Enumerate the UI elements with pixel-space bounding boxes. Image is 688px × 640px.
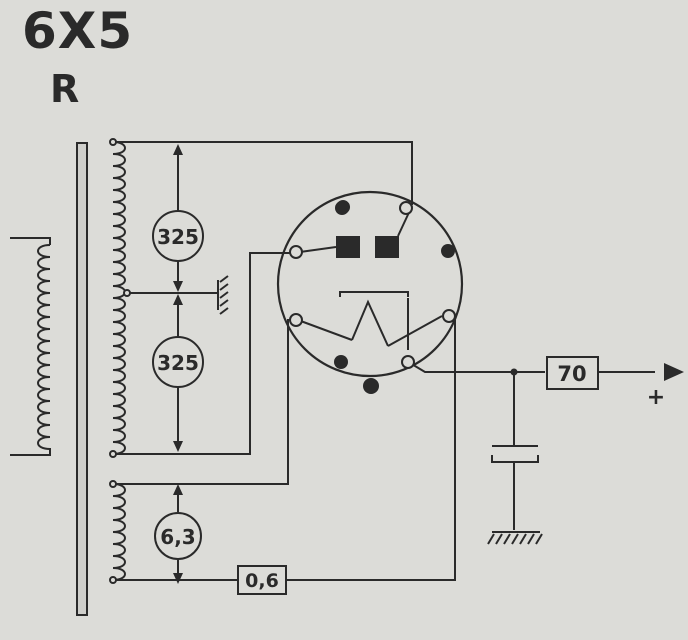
voltage-label-lower: 325 [157,351,199,375]
resistor-box-heater [237,565,287,595]
tube-type-subtitle: R [50,67,80,111]
primary-coil [10,237,51,456]
voltage-circle-upper [152,210,204,262]
rectifier-tube [276,190,464,394]
voltage-circle-heater [154,512,202,560]
tube-type-title: 6X5 [22,2,134,60]
secondary-hv-coil [109,138,131,458]
resistor-label-output: 70 [557,362,586,386]
voltage-arrows [173,144,183,584]
voltage-label-upper: 325 [157,225,199,249]
plus-label: + [647,385,665,410]
filter-capacitor [491,445,539,463]
heater-coil [109,480,126,584]
resistor-label-heater: 0,6 [245,570,279,592]
voltage-label-heater: 6,3 [160,525,195,549]
ground-symbol-cap [487,531,543,545]
voltage-circle-lower [152,336,204,388]
ground-symbol-tap [217,275,229,315]
output-arrow-icon [664,363,684,381]
resistor-box-output [546,356,599,390]
transformer-core [76,142,88,616]
